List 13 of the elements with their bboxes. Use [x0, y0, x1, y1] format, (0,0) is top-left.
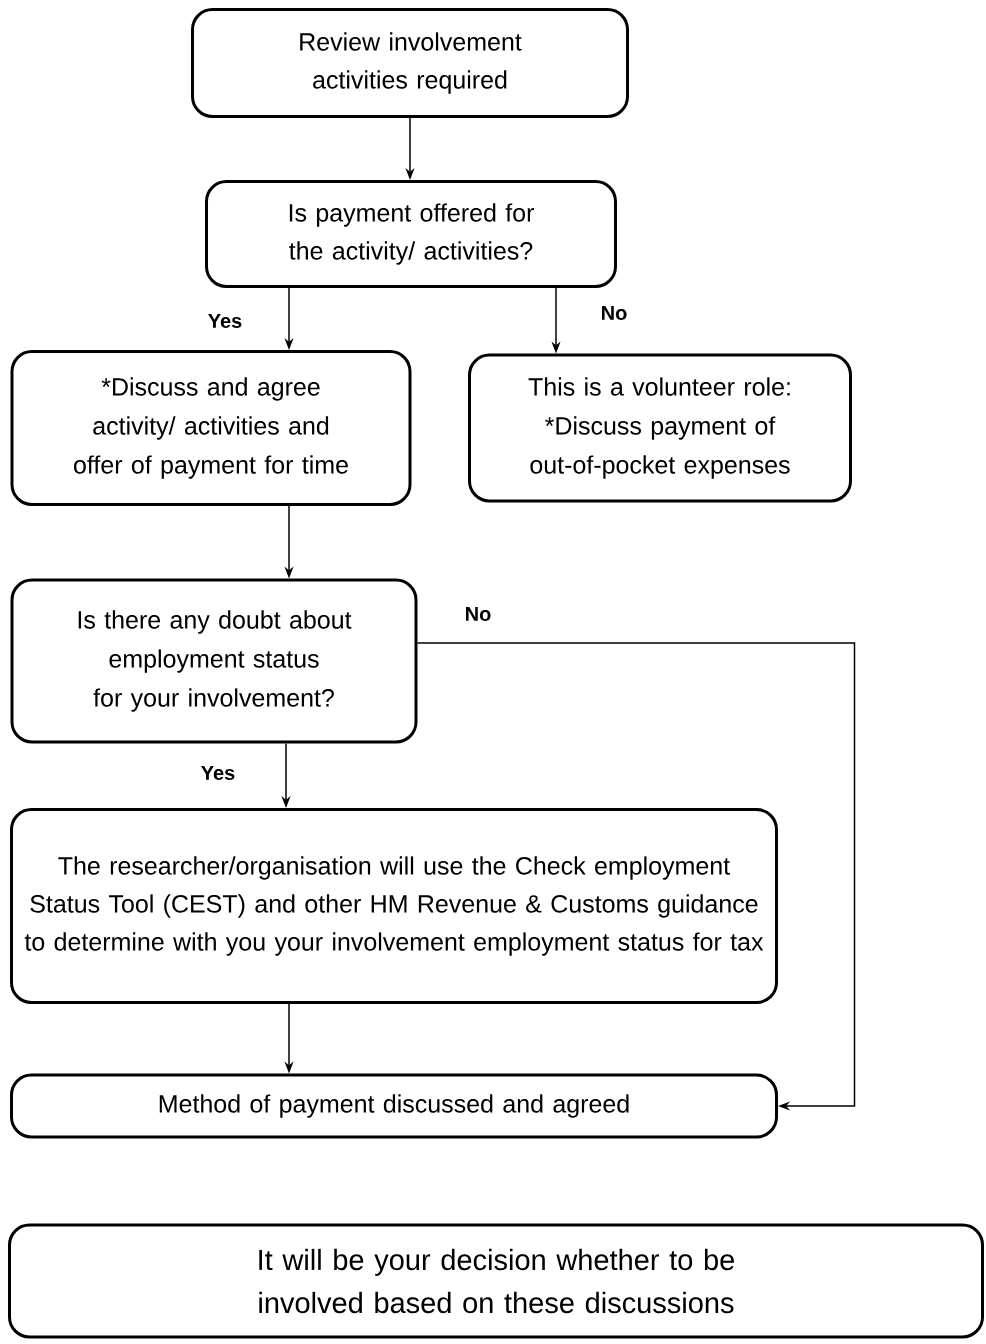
edge-label: No	[466, 607, 491, 621]
process-box: Method of payment discussed and agreed	[10, 1073, 778, 1139]
process-box: The researcher/organisation will use the Check employment Status Tool (CEST) and other HM Revenue & Customs guidance to determine with you your involvement employment status for tax	[10, 808, 778, 1004]
edge-label: No	[602, 306, 627, 320]
arrow	[416, 642, 856, 1111]
process-box: *Discuss and agree activity/ activities and offer of payment for time	[10, 350, 412, 506]
process-box: Is there any doubt about employment status for your involvement?	[10, 578, 418, 744]
edge-label: Yes	[201, 766, 235, 780]
process-box: Is payment offered for the activity/ activities?	[205, 180, 617, 288]
process-box: It will be your decision whether to be involved based on these discussions	[8, 1223, 984, 1339]
edge-label: Yes	[208, 314, 242, 328]
process-box: Review involvement activities required	[191, 8, 629, 118]
process-box: This is a volunteer role: *Discuss payment of out-of-pocket expenses	[468, 353, 852, 503]
